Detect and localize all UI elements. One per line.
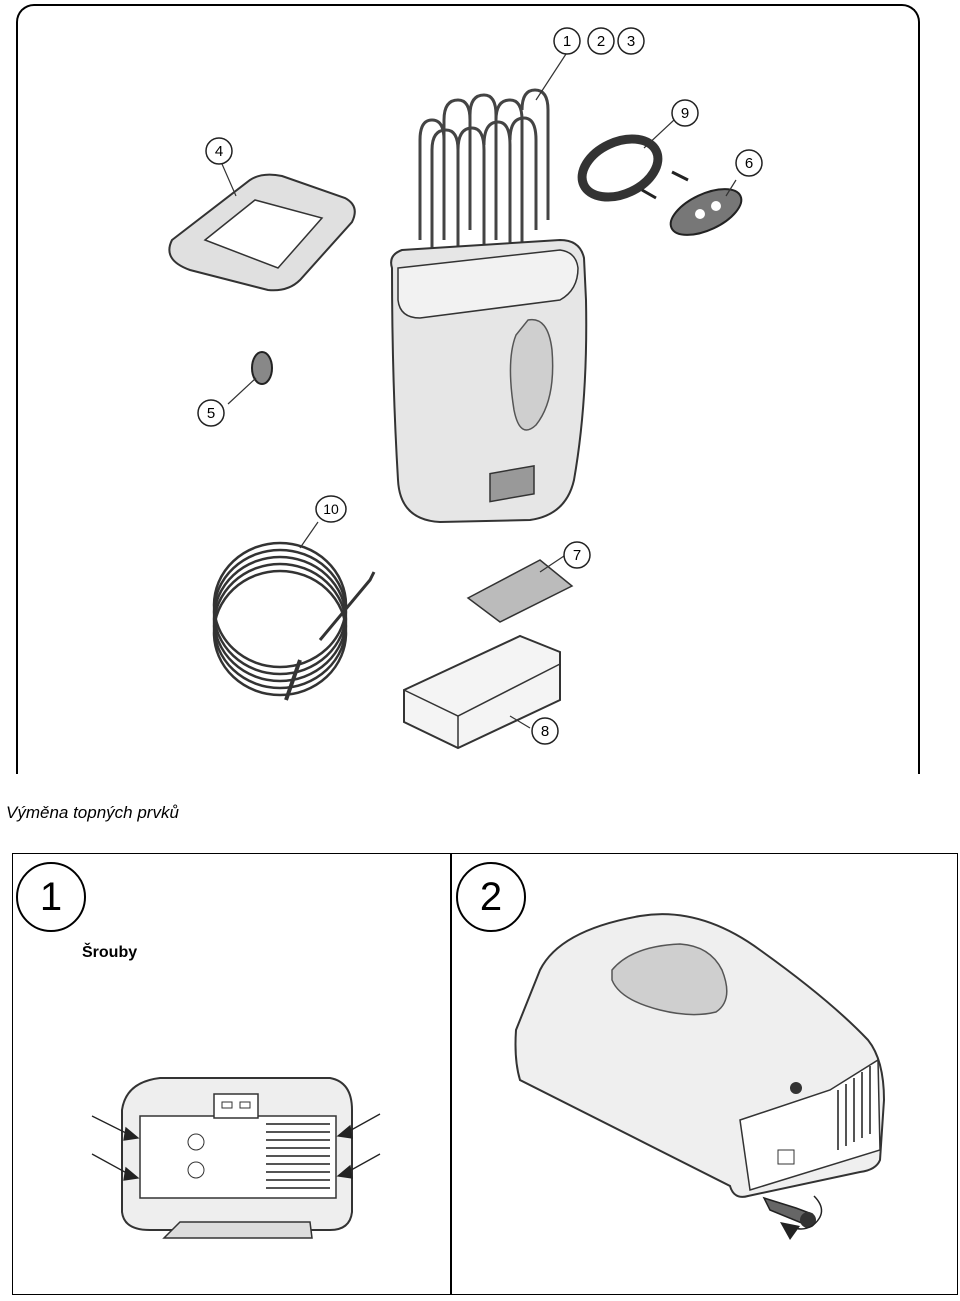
callout-4: 4 xyxy=(205,137,233,165)
callout-7-text: 7 xyxy=(573,547,581,564)
circuit-board-part xyxy=(466,464,574,623)
callout-7: 7 xyxy=(563,541,591,569)
exploded-parts-diagram xyxy=(168,53,743,750)
section-title: Výměna topných prvků xyxy=(6,803,179,822)
callout-9-text: 9 xyxy=(681,105,689,122)
plate-part xyxy=(641,170,743,236)
callout-10-text: 10 xyxy=(323,501,339,517)
callout-5: 5 xyxy=(197,399,225,427)
callout-9: 9 xyxy=(671,99,699,127)
callout-5-text: 5 xyxy=(207,405,215,422)
callout-6: 6 xyxy=(735,149,763,177)
electronics-box-part xyxy=(403,634,561,750)
step-2-number: 2 xyxy=(456,862,526,932)
callout-6-text: 6 xyxy=(745,155,753,172)
cable-coil-part xyxy=(212,541,376,701)
step-1-number: 1 xyxy=(16,862,86,932)
callout-4-text: 4 xyxy=(215,143,223,160)
ring-part xyxy=(577,134,663,202)
step-1-label: Šrouby xyxy=(82,944,138,961)
diagram-frame xyxy=(16,4,920,774)
top-frame-part xyxy=(168,173,356,292)
callout-8: 8 xyxy=(531,717,559,745)
callout-2: 2 xyxy=(587,27,615,55)
heating-elements xyxy=(418,88,550,258)
heater-body xyxy=(390,238,588,524)
callout-1: 1 xyxy=(553,27,581,55)
callout-3-text: 3 xyxy=(627,33,635,50)
steps-grid xyxy=(12,853,958,1295)
callout-3: 3 xyxy=(617,27,645,55)
steps-grid-divider xyxy=(450,853,452,1295)
callout-2-text: 2 xyxy=(597,33,605,50)
callout-1-text: 1 xyxy=(563,33,571,50)
callout-8-text: 8 xyxy=(541,723,549,740)
callout-10: 10 xyxy=(315,495,347,523)
clip-part xyxy=(251,351,273,385)
